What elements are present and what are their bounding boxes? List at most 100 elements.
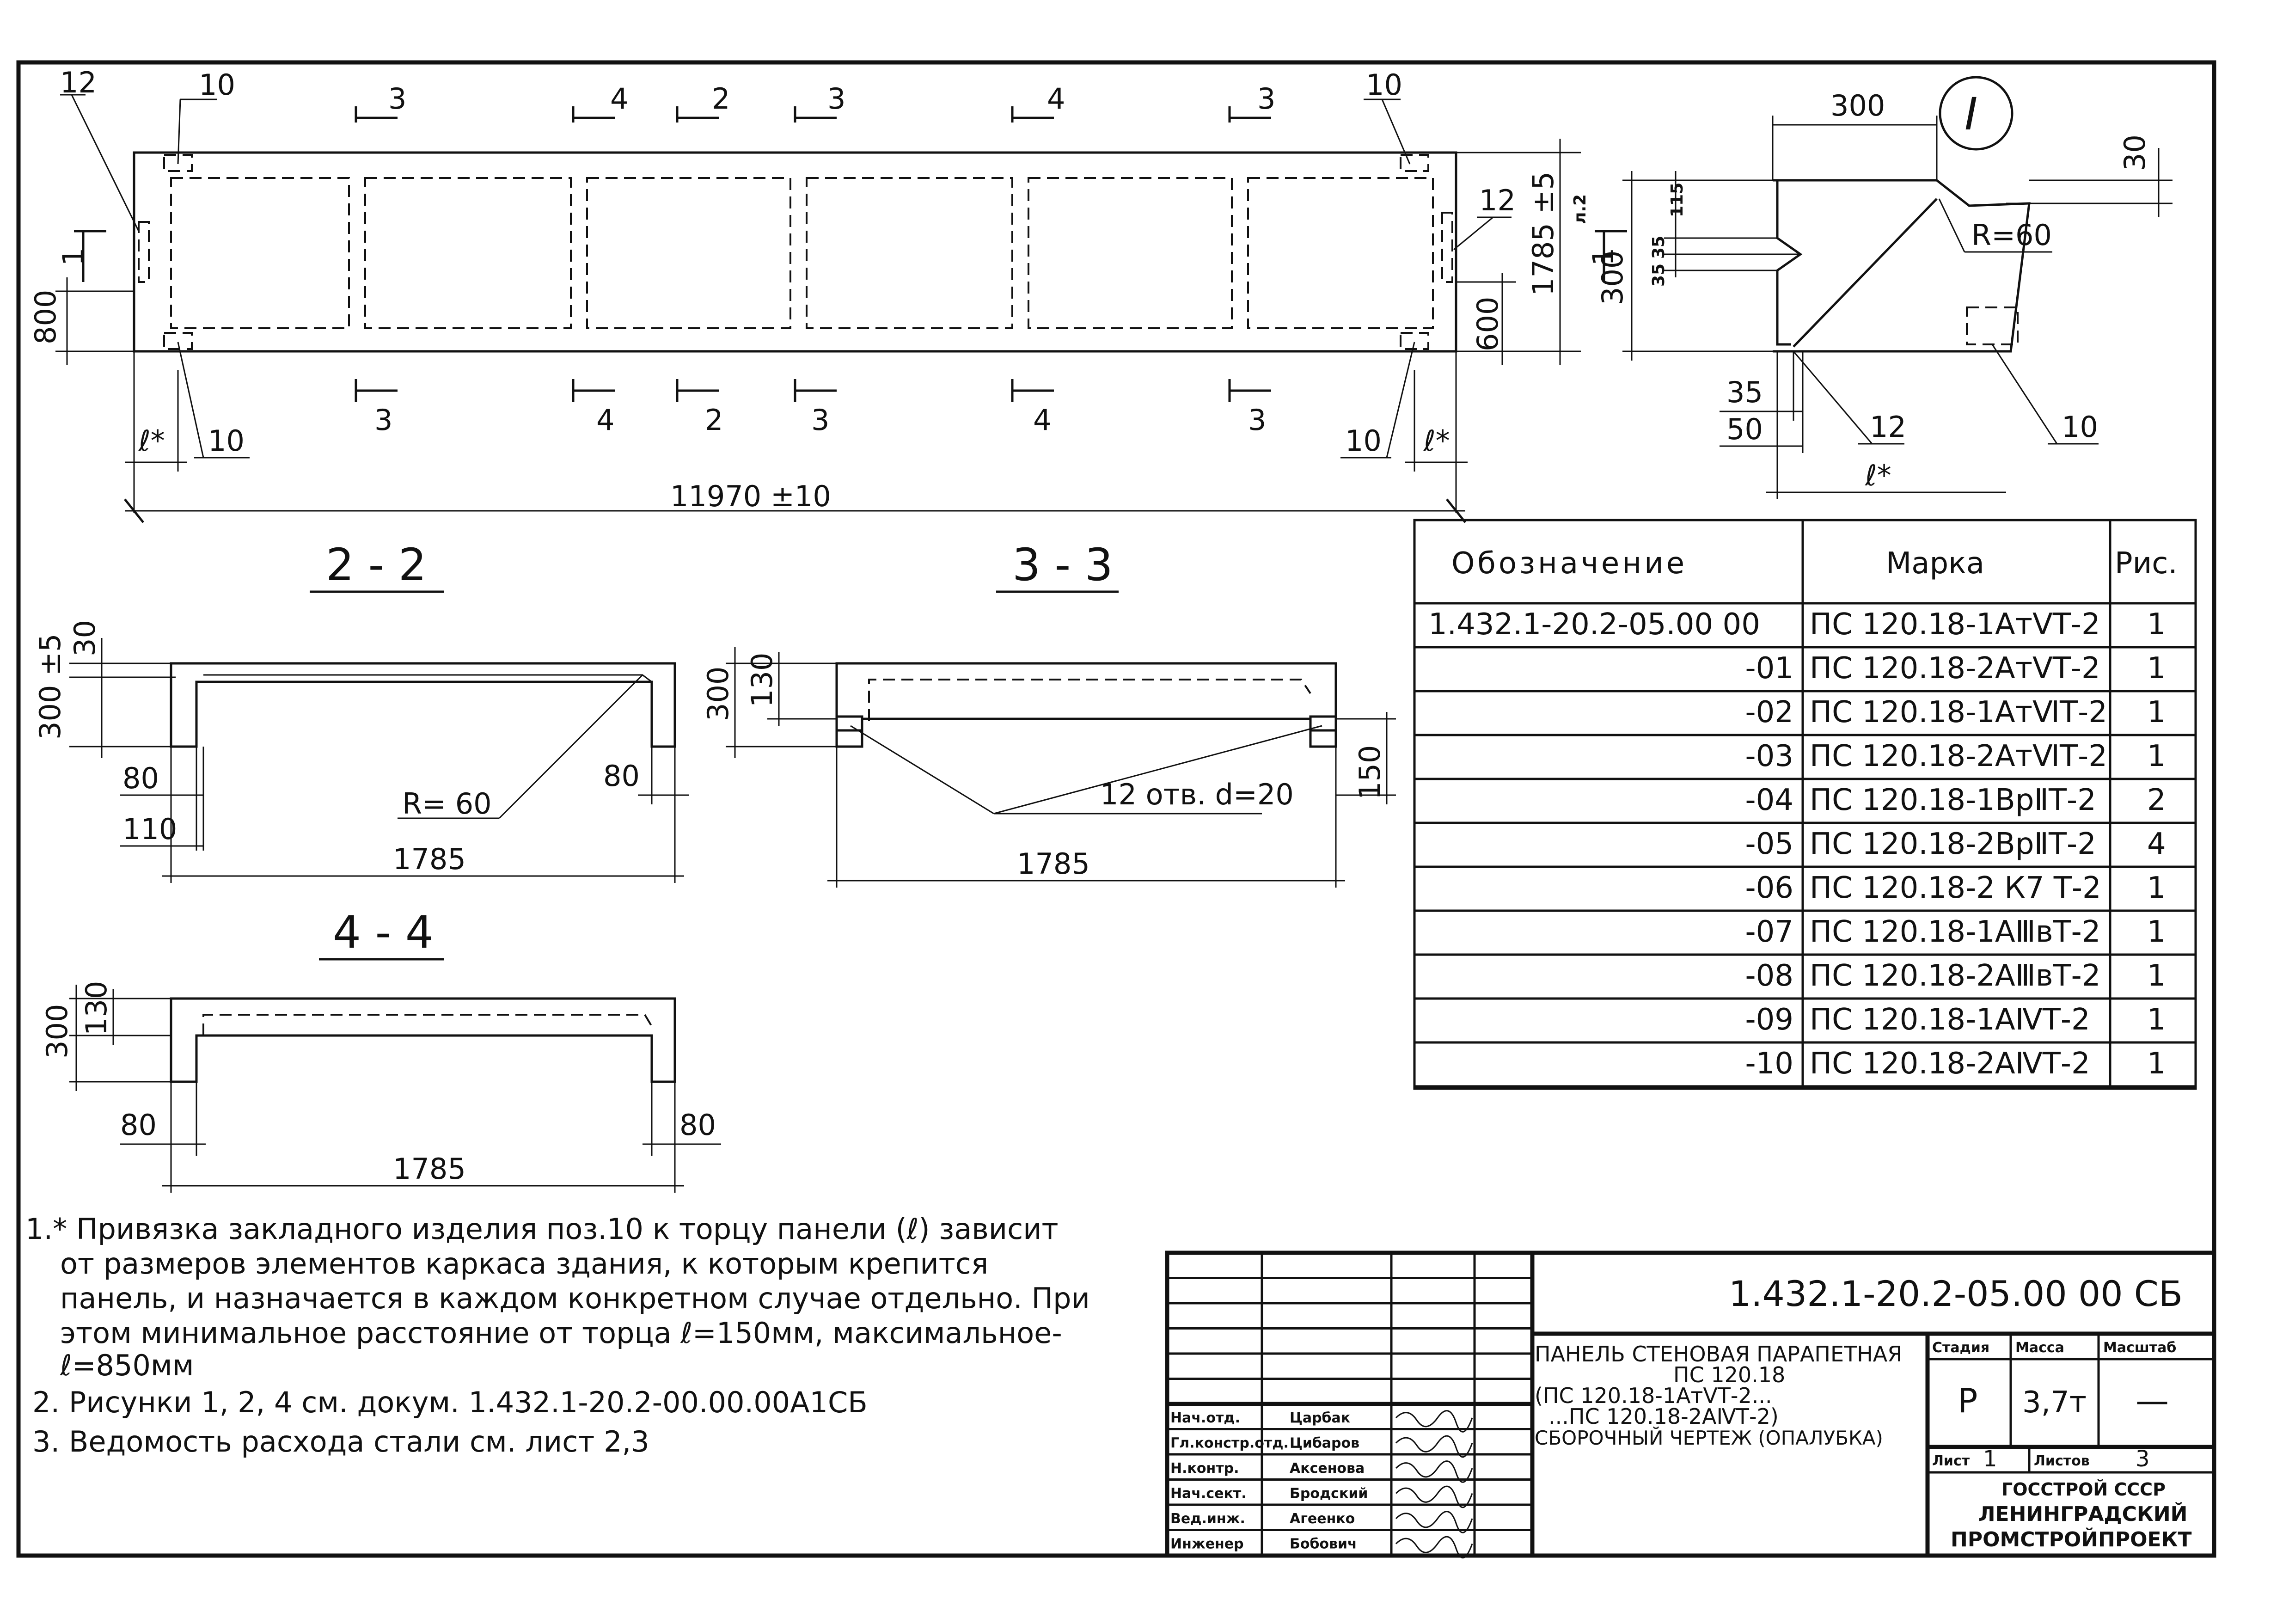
panel-openings: [170, 177, 1434, 329]
s44-width: 1785: [393, 1152, 466, 1186]
note-2: 2. Рисунки 1, 2, 4 см. докум. 1.432.1-20…: [32, 1385, 868, 1419]
staff-role: Нач.сект.: [1170, 1486, 1247, 1502]
plan-label-10-bottom-right: 10: [1345, 424, 1382, 458]
tb-org-l3: ПРОМСТРОЙПРОЕКТ: [1951, 1527, 2192, 1551]
s33-dim-150: 150: [1353, 745, 1387, 800]
cut-bottom-6: 3: [1248, 403, 1266, 437]
table-cell-mark: ПС 120.18-2АⅢвТ-2: [1810, 959, 2100, 993]
signature: [1395, 1485, 1473, 1508]
table-cell-designation: 1.432.1-20.2-05.00 00: [1428, 607, 1760, 642]
s33-holes: 12 отв. d=20: [1100, 778, 1294, 811]
dim-e-left: ℓ*: [138, 424, 165, 458]
note-1-line-1: 1.* Привязка закладного изделия поз.10 к…: [25, 1212, 1059, 1246]
staff-role: Вед.инж.: [1170, 1511, 1245, 1527]
signature: [1395, 1460, 1473, 1483]
cut-top-6: 3: [1257, 82, 1275, 116]
table-cell-mark: ПС 120.18-2АⅣТ-2: [1810, 1047, 2090, 1081]
table-header-fig: Рис.: [2115, 546, 2178, 581]
s22-radius: R= 60: [402, 787, 492, 821]
detail-circle: [1939, 76, 2013, 151]
table-cell-designation: -08: [1745, 959, 1793, 993]
plan-label-12-top: 12: [60, 66, 97, 99]
cut-top-2: 4: [610, 82, 628, 116]
detail-circle-label: I: [1965, 88, 1977, 140]
section-cuts-bottom: [355, 379, 1271, 402]
tb-stage: Р: [1958, 1381, 1977, 1420]
s22-dim-110: 110: [122, 812, 177, 846]
table-cell-designation: -05: [1745, 827, 1793, 861]
dim-height-1785: 1785 ±5: [1526, 172, 1560, 296]
detail-label-10: 10: [2062, 410, 2098, 444]
section-4-4: 4 - 4 300 130 80 80 1785: [40, 907, 721, 1193]
s44-dim-80-left: 80: [120, 1108, 157, 1142]
detail-dim-35: 35: [1726, 375, 1763, 409]
s22-dim-80-right: 80: [603, 759, 640, 793]
table-cell-designation: -10: [1745, 1047, 1793, 1081]
table-cell-mark: ПС 120.18-1АтⅤТ-2: [1810, 607, 2100, 642]
tb-scale-label: Масштаб: [2103, 1340, 2176, 1356]
detail-dim-300-top: 300: [1830, 89, 1885, 123]
spec-table: 1.432.1-20.2-05.00 00 ПС 120.18-1АтⅤТ-2 1 -…: [1413, 519, 2197, 1090]
sheet-frame: [16, 60, 2216, 1558]
cut-bottom-4: 3: [811, 403, 829, 437]
note-1-line-4: этом минимальное расстояние от торца ℓ=1…: [60, 1316, 1062, 1350]
detail-dim-35a: 35: [1649, 236, 1668, 259]
note-1-line-5: ℓ=850мм: [60, 1348, 194, 1382]
title-block-grid: [1167, 1277, 1532, 1531]
signature: [1395, 1511, 1473, 1533]
signature: [1395, 1435, 1473, 1458]
tb-stage-label: Стадия: [1932, 1340, 1989, 1356]
plan-view: 12 10 10 3 4 2 3 4 3 3 4 2 3 4: [29, 66, 1627, 523]
table-cell-fig: 4: [2147, 827, 2166, 861]
section-2-2-title: 2 - 2: [326, 539, 427, 591]
detail-dim-300-left: 300: [1596, 251, 1629, 305]
title-block-staff: Нач.отд.ЦарбакГл.констр.отд.ЦибаровН.кон…: [1170, 1410, 1473, 1558]
tb-name-l3: (ПС 120.18-1АтⅤТ-2...: [1535, 1383, 1772, 1408]
tb-sheet: 1: [1983, 1446, 1997, 1472]
spec-table-rows: 1.432.1-20.2-05.00 00 ПС 120.18-1АтⅤТ-2 1 -…: [1414, 607, 2196, 1088]
detail-dim-115: 115: [1668, 183, 1687, 217]
cut-top-1: 3: [388, 82, 406, 116]
table-cell-mark: ПС 120.18-1АⅢвТ-2: [1810, 915, 2100, 949]
cut-bottom-5: 4: [1033, 403, 1051, 437]
dim-e-right: ℓ*: [1423, 424, 1450, 458]
section-3-3: 3 - 3 300 130 12 отв. d=20 150 1785: [701, 539, 1396, 888]
table-cell-fig: 1: [2147, 607, 2166, 642]
staff-name: Цибаров: [1290, 1435, 1359, 1452]
tb-org-l1: ГОССТРОЙ СССР: [2001, 1479, 2166, 1500]
table-cell-designation: -06: [1745, 871, 1793, 905]
s22-dim-30: 30: [68, 620, 102, 656]
tb-name-l5: СБОРОЧНЫЙ ЧЕРТЕЖ (ОПАЛУБКА): [1535, 1426, 1883, 1449]
signature: [1395, 1410, 1473, 1433]
detail-label-12: 12: [1870, 410, 1906, 444]
detail-1: I 300 30 115 35 35 300 R=60: [1596, 76, 2173, 499]
table-cell-fig: 1: [2147, 739, 2166, 773]
staff-role: Гл.констр.отд.: [1170, 1435, 1289, 1452]
tb-mass-label: Масса: [2015, 1340, 2064, 1356]
notes: 1.* Привязка закладного изделия поз.10 к…: [25, 1212, 1090, 1459]
dim-800: 800: [29, 290, 62, 344]
plan-label-10-top-right: 10: [1366, 68, 1402, 102]
title-block: Нач.отд.ЦарбакГл.констр.отд.ЦибаровН.кон…: [1165, 1250, 2216, 1558]
signature: [1395, 1536, 1473, 1558]
table-cell-mark: ПС 120.18-1АⅣТ-2: [1810, 1003, 2090, 1037]
cut-top-3: 2: [712, 82, 730, 116]
staff-name: Аксенова: [1290, 1460, 1365, 1477]
s22-dim-80-left: 80: [122, 761, 159, 795]
plan-label-10-top-left: 10: [199, 68, 235, 102]
staff-name: Агеенко: [1290, 1511, 1355, 1527]
detail-radius: R=60: [1971, 218, 2052, 252]
staff-name: Бобович: [1290, 1536, 1357, 1552]
tb-name-l4: ...ПС 120.18-2АⅣТ-2): [1548, 1404, 1779, 1429]
detail-label-e: ℓ*: [1865, 459, 1891, 492]
table-cell-mark: ПС 120.18-2АтⅤТ-2: [1810, 651, 2100, 686]
table-cell-designation: -09: [1745, 1003, 1793, 1037]
tb-doc-code: 1.432.1-20.2-05.00 00 СБ: [1729, 1273, 2183, 1314]
staff-role: Нач.отд.: [1170, 1410, 1240, 1426]
table-cell-mark: ПС 120.18-2 К7 Т-2: [1810, 871, 2101, 905]
note-1-line-2: от размеров элементов каркаса здания, к …: [60, 1247, 988, 1281]
section-cuts-top: [355, 106, 1271, 123]
tb-name-l2: ПС 120.18: [1673, 1362, 1785, 1387]
table-cell-mark: ПС 120.18-1ВрⅡТ-2: [1810, 783, 2096, 817]
